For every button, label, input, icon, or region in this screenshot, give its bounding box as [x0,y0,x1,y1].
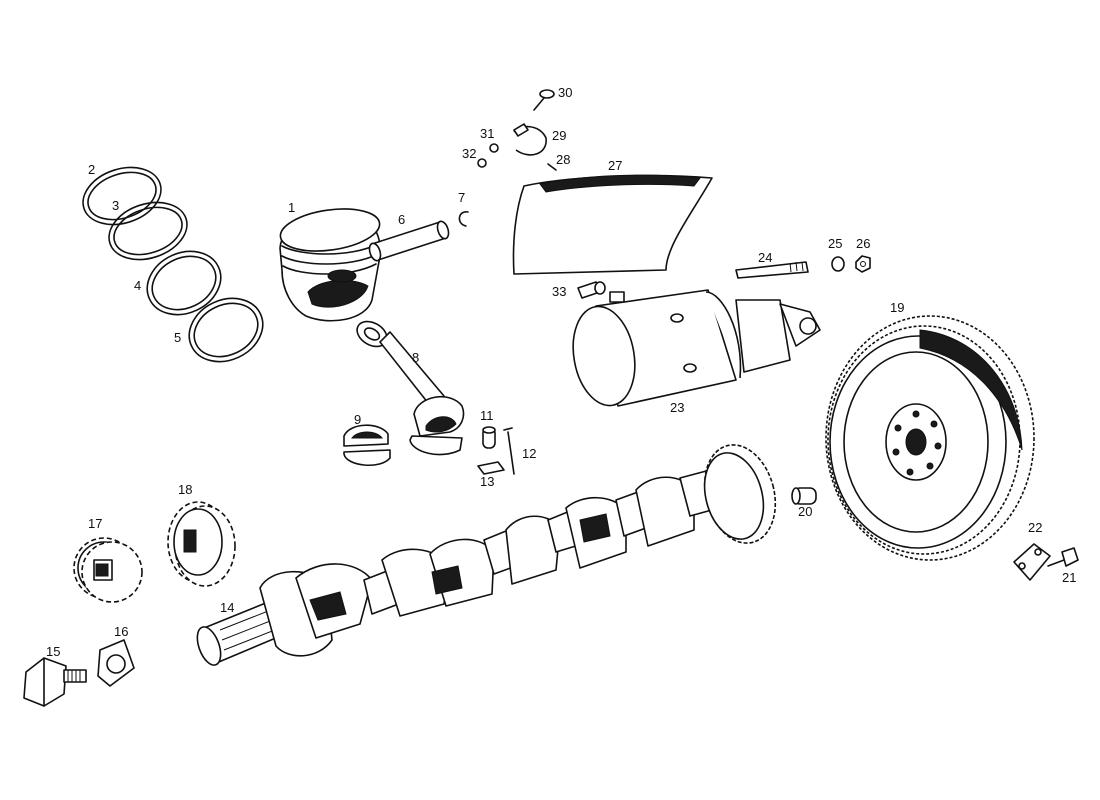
small-nut-31 [489,143,499,153]
piston-ring-3 [108,201,188,261]
label-part-6: 6 [398,212,405,227]
callout-labels: 1 2 3 4 5 6 7 8 9 11 12 13 14 15 16 17 1… [46,85,1076,659]
label-part-25: 25 [828,236,842,251]
piston-ring-2 [82,166,162,226]
dowel [482,426,496,449]
pulley-bolt [23,657,87,707]
label-part-16: 16 [114,624,128,639]
flywheel-tab-washer [1013,543,1051,581]
label-part-3: 3 [112,198,119,213]
label-part-32: 32 [462,146,476,161]
label-part-20: 20 [798,504,812,519]
bearing-shells [343,424,391,466]
small-nut-32 [477,158,487,168]
label-part-17: 17 [88,516,102,531]
piston-ring-5 [188,297,264,363]
label-part-14: 14 [220,600,234,615]
timing-gear-large [167,501,236,587]
label-part-19: 19 [890,300,904,315]
lock-plate [477,461,505,475]
split-pin [547,163,557,171]
label-part-15: 15 [46,644,60,659]
label-part-29: 29 [552,128,566,143]
clip-bracket [513,123,547,156]
label-part-28: 28 [556,152,570,167]
pipe-fitting [577,281,606,299]
spigot-bearing [791,487,817,505]
label-part-8: 8 [412,350,419,365]
label-part-27: 27 [608,158,622,173]
rod-bolt [503,427,515,475]
label-part-22: 22 [1028,520,1042,535]
piston-ring-4 [146,250,222,316]
label-part-33: 33 [552,284,566,299]
washer [831,256,845,272]
label-part-11: 11 [480,408,494,423]
starter-motor [572,289,821,407]
label-part-24: 24 [758,250,772,265]
label-part-5: 5 [174,330,181,345]
piston [279,208,381,322]
stud [735,261,809,279]
label-part-7: 7 [458,190,465,205]
crankshaft [196,461,749,666]
circlip [458,211,469,227]
label-part-4: 4 [134,278,141,293]
label-part-9: 9 [354,412,361,427]
label-part-12: 12 [522,446,536,461]
nut [855,255,871,273]
connecting-rod [356,320,465,456]
piston-pin [368,220,450,262]
label-part-1: 1 [288,200,295,215]
label-part-23: 23 [670,400,684,415]
lock-washer [97,639,135,687]
flywheel-bolt [1047,547,1079,567]
label-part-26: 26 [856,236,870,251]
flywheel [825,315,1035,561]
timing-gear-small [73,537,143,603]
label-part-30: 30 [558,85,572,100]
label-part-2: 2 [88,162,95,177]
label-part-13: 13 [480,474,494,489]
label-part-31: 31 [480,126,494,141]
clamp-screw [533,89,555,111]
label-part-21: 21 [1062,570,1076,585]
crankshaft-gear [703,444,777,544]
cover-plate [512,174,713,275]
label-part-18: 18 [178,482,192,497]
